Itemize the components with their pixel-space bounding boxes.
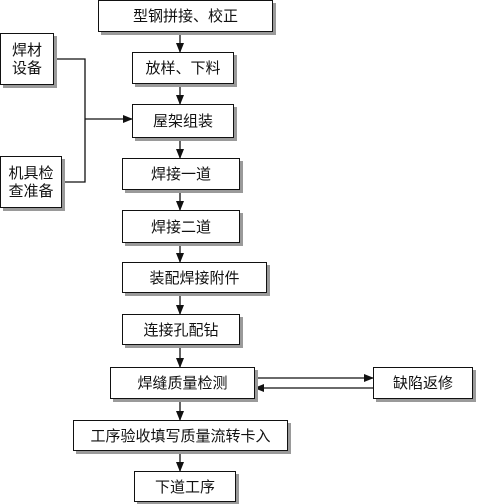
step-8-label: 焊缝质量检测 xyxy=(137,374,228,392)
step-4-label: 焊接一道 xyxy=(150,165,211,183)
step-5-box: 焊接二道 xyxy=(122,210,240,243)
welding-materials-box: 焊材 设备 xyxy=(0,33,54,85)
step-9-box: 工序验收填写质量流转卡入 xyxy=(73,420,288,451)
step-7-box: 连接孔配钻 xyxy=(122,314,240,345)
step-10-box: 下道工序 xyxy=(134,471,236,502)
step-4-box: 焊接一道 xyxy=(122,158,240,190)
step-3-label: 屋架组装 xyxy=(152,112,213,130)
step-6-label: 装配焊接附件 xyxy=(149,268,240,287)
step-10-label: 下道工序 xyxy=(154,477,215,496)
step-1-label: 型钢拼接、校正 xyxy=(132,7,238,25)
step-3-box: 屋架组装 xyxy=(132,104,234,138)
step-5-label: 焊接二道 xyxy=(150,217,211,236)
connector-tools-check xyxy=(62,119,86,183)
step-6-box: 装配焊接附件 xyxy=(122,262,267,293)
step-7-label: 连接孔配钻 xyxy=(143,320,219,339)
step-2-label: 放样、下料 xyxy=(145,59,221,77)
tools-check-box: 机具检 查准备 xyxy=(0,156,62,208)
repair-box: 缺陷返修 xyxy=(373,367,473,399)
step-8-box: 焊缝质量检测 xyxy=(110,367,255,399)
step-2-box: 放样、下料 xyxy=(132,52,234,84)
tools-check-label: 机具检 查准备 xyxy=(8,164,54,200)
welding-materials-label: 焊材 设备 xyxy=(11,41,42,77)
connector-welding-materials xyxy=(54,58,86,119)
repair-label: 缺陷返修 xyxy=(392,374,453,392)
step-1-box: 型钢拼接、校正 xyxy=(98,0,273,32)
step-9-label: 工序验收填写质量流转卡入 xyxy=(90,426,271,445)
